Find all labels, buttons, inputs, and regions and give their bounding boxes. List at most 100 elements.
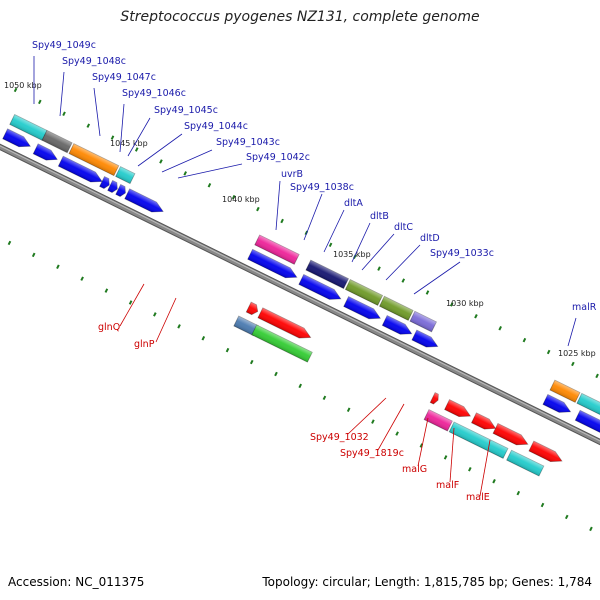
tick-dot — [38, 99, 42, 105]
tick-dot — [280, 218, 284, 224]
gene-label-malr: malR — [572, 302, 597, 313]
tick-dot — [377, 266, 381, 271]
tick-dot — [183, 171, 187, 176]
tick-dot — [571, 361, 575, 367]
scale-label-1050-kbp: 1050 kbp — [4, 81, 42, 90]
tick-dot — [225, 347, 230, 353]
tick-dot — [346, 407, 351, 412]
gene-reverse-2 — [68, 143, 120, 177]
cds-reverse-10 — [381, 315, 413, 335]
tick-dot — [443, 455, 448, 460]
tick-dot — [104, 288, 109, 293]
tick-dot — [56, 264, 60, 270]
backbone-line — [0, 144, 600, 445]
cds-forward-0 — [245, 301, 259, 316]
leader-glnp — [155, 297, 177, 343]
tick-dot — [498, 325, 502, 331]
leader-malg — [417, 417, 429, 467]
gene-label-glnq: glnQ — [98, 322, 120, 333]
cds-forward-1 — [257, 307, 312, 339]
gene-forward-2 — [423, 409, 453, 432]
tick-dot — [322, 395, 327, 401]
tick-dot — [134, 147, 139, 152]
gene-reverse-0 — [9, 114, 48, 141]
gene-labels: Spy49_1049cSpy49_1048cSpy49_1047cSpy49_1… — [32, 40, 597, 503]
cds-reverse-5 — [115, 183, 126, 197]
cds-reverse-12 — [542, 393, 572, 413]
tick-dot — [401, 278, 406, 283]
gene-label-spy49-1044c: Spy49_1044c — [184, 121, 248, 132]
gene-reverse-8 — [409, 310, 437, 333]
label-leader-lines — [33, 56, 577, 497]
tick-dot — [419, 443, 424, 448]
gene-forward-3 — [448, 421, 509, 459]
gene-forward-1 — [251, 324, 313, 363]
gene-reverse-10 — [576, 392, 600, 428]
gene-features — [2, 114, 600, 477]
gene-label-spy49-1046c: Spy49_1046c — [122, 88, 186, 99]
tick-dot — [153, 312, 157, 317]
cds-reverse-4 — [107, 180, 118, 193]
gene-label-dltc: dltC — [394, 222, 413, 233]
gene-reverse-6 — [344, 279, 384, 306]
tick-dot — [231, 194, 236, 200]
tick-dot — [207, 183, 212, 188]
accession-text: Accession: NC_011375 — [8, 575, 145, 589]
gene-reverse-7 — [378, 295, 414, 321]
gene-label-dltb: dltB — [370, 211, 389, 222]
tick-dot — [492, 478, 496, 484]
cds-reverse-1 — [32, 143, 58, 161]
cds-reverse-11 — [411, 329, 439, 348]
tick-dot — [86, 123, 91, 128]
tick-dot — [468, 467, 472, 472]
cds-forward-5 — [492, 422, 529, 446]
tick-dot — [425, 290, 430, 295]
gene-reverse-3 — [115, 166, 136, 185]
gene-label-glnp: glnP — [134, 339, 155, 350]
leader-spy49-1045c — [127, 117, 151, 157]
tick-dot — [31, 252, 36, 258]
leader-spy49-1033c — [413, 261, 461, 295]
tick-dot — [201, 336, 206, 341]
tick-dot — [516, 490, 521, 496]
gene-forward-0 — [233, 315, 259, 337]
tick-dot — [589, 526, 593, 532]
leader-glnq — [119, 283, 145, 327]
cds-reverse-9 — [343, 296, 382, 320]
cds-reverse-13 — [574, 409, 600, 434]
gene-label-spy49-1033c: Spy49_1033c — [430, 248, 494, 259]
tick-dot — [546, 349, 551, 355]
leader-dltc — [361, 233, 395, 271]
cds-forward-3 — [444, 399, 472, 417]
gene-label-spy49-1049c: Spy49_1049c — [32, 40, 96, 51]
leader-spy49-1044c — [137, 133, 183, 167]
cds-forward-6 — [528, 440, 563, 462]
tick-dot — [522, 337, 527, 343]
leader-spy49-1819c — [377, 403, 405, 451]
leader-spy49-1043c — [161, 149, 213, 173]
leader-malf — [449, 427, 455, 483]
tick-dot — [249, 359, 254, 365]
leader-spy49-1047c — [93, 87, 101, 137]
gene-label-spy49-1045c: Spy49_1045c — [154, 105, 218, 116]
leader-dltd — [385, 244, 421, 281]
gene-label-malg: malG — [402, 464, 427, 475]
gene-label-dlta: dltA — [344, 198, 363, 209]
cds-reverse-3 — [99, 176, 110, 190]
leader-spy49-1046c — [119, 103, 125, 153]
tick-dot — [128, 300, 133, 305]
leader-spy49-1038c — [303, 193, 323, 241]
cds-reverse-0 — [2, 128, 32, 148]
scale-label-1030-kbp: 1030 kbp — [446, 299, 484, 308]
tick-dot — [540, 502, 545, 508]
gene-label-spy49-1038c: Spy49_1038c — [290, 182, 354, 193]
leader-spy49-1042c — [177, 163, 243, 179]
gene-label-spy49-1819c: Spy49_1819c — [340, 448, 404, 459]
tick-dot — [595, 373, 599, 379]
leader-spy49-1048c — [59, 71, 65, 117]
gene-label-uvrb: uvrB — [281, 169, 303, 180]
leader-malr — [567, 317, 577, 347]
gene-label-spy49-1048c: Spy49_1048c — [62, 56, 126, 67]
